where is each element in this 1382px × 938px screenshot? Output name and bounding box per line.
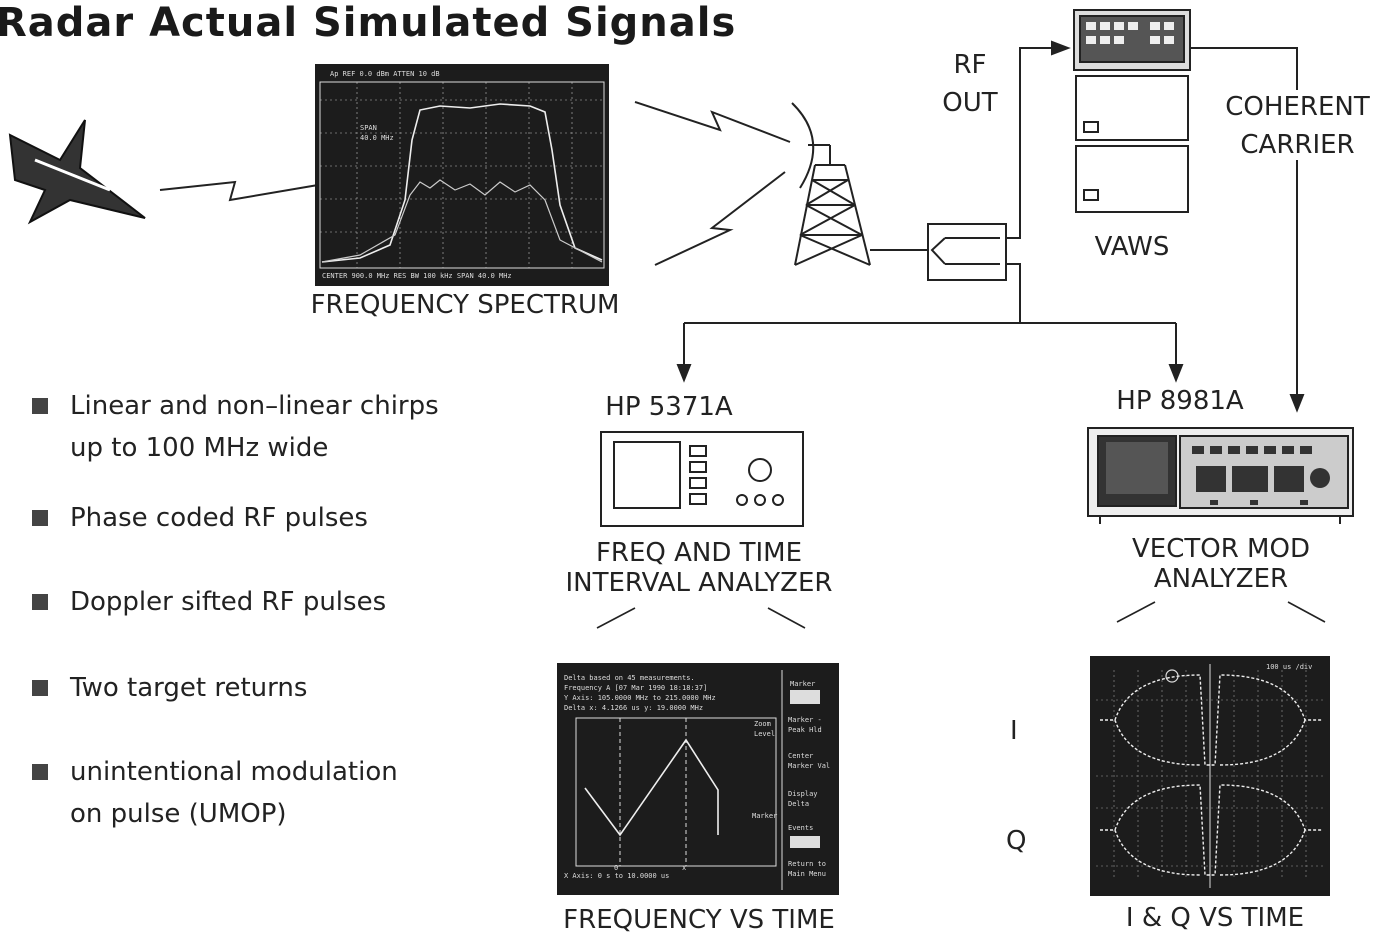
svg-text:Peak Hld: Peak Hld	[788, 726, 822, 734]
svg-text:CENTER 900.0 MHz RES BW 100: CENTER 900.0 MHz RES BW 100 kHz SPAN 40.…	[322, 272, 512, 280]
list-item: unintentional modulation on pulse (UMOP)	[28, 751, 468, 835]
list-item-text: Linear and non–linear chirps	[70, 391, 439, 421]
list-item-text: Phase coded RF pulses	[70, 503, 368, 533]
list-item-text: on pulse (UMOP)	[70, 799, 287, 829]
svg-text:Marker -: Marker -	[788, 716, 822, 724]
bullet-square-icon	[32, 680, 48, 696]
svg-text:Marker: Marker	[790, 680, 815, 688]
svg-text:Level: Level	[754, 730, 775, 738]
svg-text:Return to: Return to	[788, 860, 826, 868]
svg-text:Ap REF 0.0 dBm ATTEN 10: Ap REF 0.0 dBm ATTEN 10 dB	[330, 70, 440, 78]
svg-text:Display: Display	[788, 790, 818, 798]
svg-text:Main Menu: Main Menu	[788, 870, 826, 878]
list-item-text: up to 100 MHz wide	[70, 433, 329, 463]
rf-out-line2: OUT	[942, 88, 998, 118]
hp8981a-caption-line2: ANALYZER	[1153, 564, 1289, 594]
bullet-square-icon	[32, 764, 48, 780]
capabilities-list: Linear and non–linear chirps up to 100 M…	[28, 385, 468, 835]
svg-text:Center: Center	[788, 752, 813, 760]
coherent-carrier-line	[1190, 47, 1298, 90]
list-item-text: unintentional modulation	[70, 757, 398, 787]
hp8981a-caption: VECTOR MOD ANALYZER	[1090, 534, 1352, 594]
q-trace	[1100, 784, 1322, 876]
svg-text:40.0 MHz: 40.0 MHz	[360, 134, 394, 142]
signal-bolt-3	[654, 171, 786, 266]
list-item-text: Doppler sifted RF pulses	[70, 587, 387, 617]
hp8981a-caption-line1: VECTOR MOD	[1132, 534, 1310, 564]
combiner-box	[927, 223, 1007, 281]
i-axis-label: I	[1010, 716, 1018, 746]
hp5371a-caption-line2: INTERVAL ANALYZER	[565, 568, 833, 598]
radar-tower-icon	[791, 102, 871, 266]
hp5371a-model: HP 5371A	[605, 392, 733, 422]
vaws-instrument-icon	[1073, 9, 1191, 213]
svg-text:Marker Val: Marker Val	[788, 762, 830, 770]
frequency-vs-time-caption: FREQUENCY VS TIME	[563, 905, 835, 935]
signal-bolt-2	[634, 101, 791, 143]
svg-text:0: 0	[614, 864, 618, 872]
bullet-square-icon	[32, 510, 48, 526]
coherent-carrier-label: COHERENT CARRIER	[1210, 88, 1382, 164]
hp5371a-instrument-icon	[600, 431, 804, 527]
hp5371a-caption: FREQ AND TIME INTERVAL ANALYZER	[540, 538, 858, 598]
rf-out-label: RF OUT	[935, 46, 1005, 122]
i-trace	[1100, 674, 1322, 766]
svg-text:100 us /div: 100 us /div	[1266, 663, 1312, 671]
bullet-square-icon	[32, 594, 48, 610]
svg-text:Delta: Delta	[788, 800, 809, 808]
spectrum-screen: Ap REF 0.0 dBm ATTEN 10 dB SPAN 40.0 MHz…	[315, 64, 609, 286]
hp8981a-model: HP 8981A	[1116, 386, 1244, 416]
frequency-vs-time-screen: Delta based on 45 measurements. Frequenc…	[557, 663, 839, 895]
svg-text:Frequency A [07 Mar 1990 18:1: Frequency A [07 Mar 1990 18:18:37]	[564, 684, 707, 692]
svg-text:x: x	[682, 864, 686, 872]
spectrum-trace-upper	[321, 103, 603, 263]
list-item: Linear and non–linear chirps up to 100 M…	[28, 385, 468, 469]
page-title: Radar Actual Simulated Signals	[0, 0, 737, 46]
svg-text:Delta x: 4.1266 us y: 1: Delta x: 4.1266 us y: 19.0000 MHz	[564, 704, 703, 712]
list-item: Doppler sifted RF pulses	[28, 581, 468, 623]
svg-text:Y Axis: 105.0000 MHz to 215: Y Axis: 105.0000 MHz to 215.0000 MHz	[564, 694, 716, 702]
svg-text:Zoom: Zoom	[754, 720, 771, 728]
rf-out-line1: RF	[953, 50, 987, 80]
list-item-text: Two target returns	[70, 673, 308, 703]
vaws-label: VAWS	[1094, 232, 1170, 262]
svg-text:Marker: Marker	[752, 812, 777, 820]
coherent-carrier-line2: CARRIER	[1240, 130, 1355, 160]
svg-text:Delta based on 45 measurements: Delta based on 45 measurements.	[564, 674, 695, 682]
hp5371a-caption-line1: FREQ AND TIME	[595, 538, 803, 568]
q-axis-label: Q	[1006, 826, 1027, 856]
spectrum-caption: FREQUENCY SPECTRUM	[310, 290, 620, 320]
svg-text:Events: Events	[788, 824, 813, 832]
signal-bolt-1	[159, 180, 319, 202]
iq-vs-time-caption: I & Q VS TIME	[1125, 903, 1305, 933]
chirp-trace	[584, 738, 719, 837]
bullet-square-icon	[32, 398, 48, 414]
rf-out-line	[1006, 47, 1068, 239]
spectrum-trace-lower	[321, 179, 603, 263]
aircraft-icon	[8, 119, 146, 225]
hp8981a-instrument-icon	[1087, 427, 1354, 524]
iq-vs-time-screen: 100 us /div	[1090, 656, 1330, 896]
list-item: Two target returns	[28, 667, 468, 709]
coherent-carrier-line1: COHERENT	[1225, 92, 1370, 122]
svg-text:SPAN: SPAN	[360, 124, 377, 132]
list-item: Phase coded RF pulses	[28, 497, 468, 539]
svg-text:X Axis: 0 s to 10.0: X Axis: 0 s to 10.0000 us	[564, 872, 669, 880]
